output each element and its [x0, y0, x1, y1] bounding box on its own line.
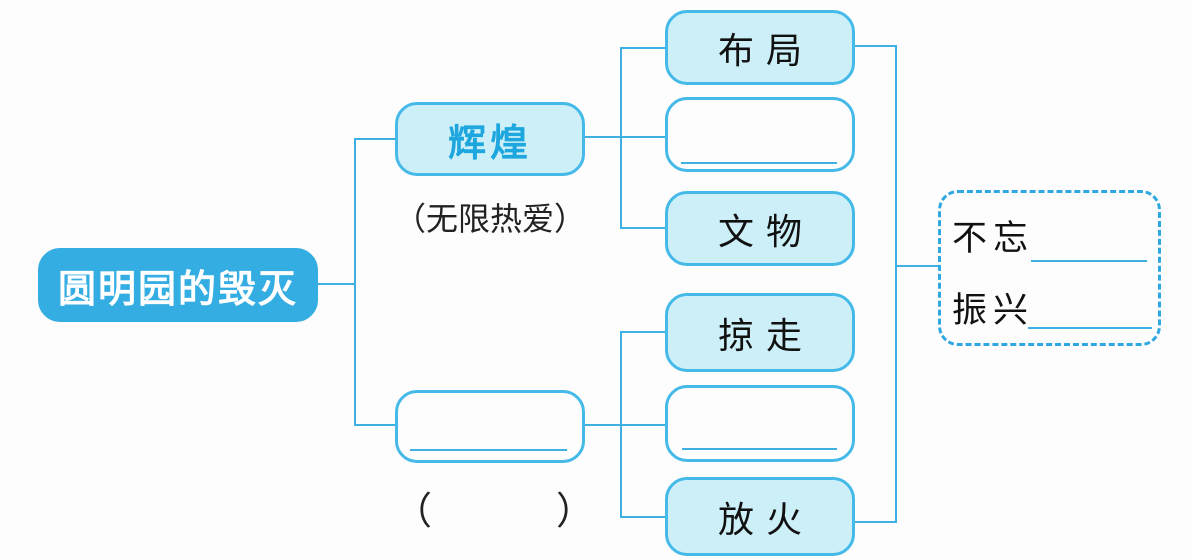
child-fanghuo-label: 放火: [717, 499, 814, 540]
child-blank-top-underline: [681, 162, 837, 164]
conclusion-line1-label: 不忘: [952, 219, 1035, 258]
connector-stub-buju: [620, 47, 665, 49]
connector-stub-fanghuo: [620, 516, 665, 518]
conclusion-line2-underline: [1028, 327, 1152, 329]
connector-fanghuo-right: [853, 521, 897, 523]
root-node: 圆明园的毁灭: [38, 248, 318, 322]
child-blank-top-node: [665, 97, 855, 172]
connector-top-trunk: [620, 47, 622, 229]
connector-buju-right: [853, 45, 897, 47]
conclusion-box: [938, 190, 1161, 346]
annotation-close-paren: ）: [555, 491, 594, 533]
connector-stub-wenwu: [620, 227, 665, 229]
annotation-open-paren: （: [394, 491, 433, 533]
child-luezou-node: 掠走: [665, 293, 855, 372]
branch-blank-underline: [410, 449, 567, 451]
connector-conclusion-stub: [895, 265, 938, 267]
branch-huihuang-label: 辉煌: [447, 122, 532, 165]
connector-root-horizontal: [316, 283, 356, 285]
connector-branch2-horizontal: [583, 424, 665, 426]
child-buju-label: 布局: [717, 30, 814, 71]
connector-right-trunk: [895, 45, 897, 523]
conclusion-line2-label: 振兴: [952, 291, 1035, 330]
connector-left-trunk: [354, 139, 356, 426]
connector-stub-luezou: [620, 331, 665, 333]
child-fanghuo-node: 放火: [665, 477, 855, 556]
child-buju-node: 布局: [665, 10, 855, 85]
connector-stub-branch2: [354, 424, 395, 426]
conclusion-line1-underline: [1031, 260, 1147, 262]
connector-branch1-horizontal: [583, 136, 665, 138]
branch-huihuang-annotation: （无限热爱）: [393, 201, 586, 237]
child-blank-bottom-node: [665, 385, 855, 462]
connector-stub-branch1: [354, 138, 395, 140]
child-wenwu-node: 文物: [665, 191, 855, 266]
connector-bottom-trunk: [620, 332, 622, 518]
child-wenwu-label: 文物: [717, 211, 814, 252]
branch-blank-annotation: （ ）: [394, 480, 594, 535]
branch-blank-node: [395, 390, 585, 463]
child-blank-bottom-underline: [682, 448, 837, 450]
child-luezou-label: 掠走: [717, 315, 814, 356]
root-node-label: 圆明园的毁灭: [57, 268, 298, 311]
branch-huihuang-node: 辉煌: [395, 102, 585, 176]
